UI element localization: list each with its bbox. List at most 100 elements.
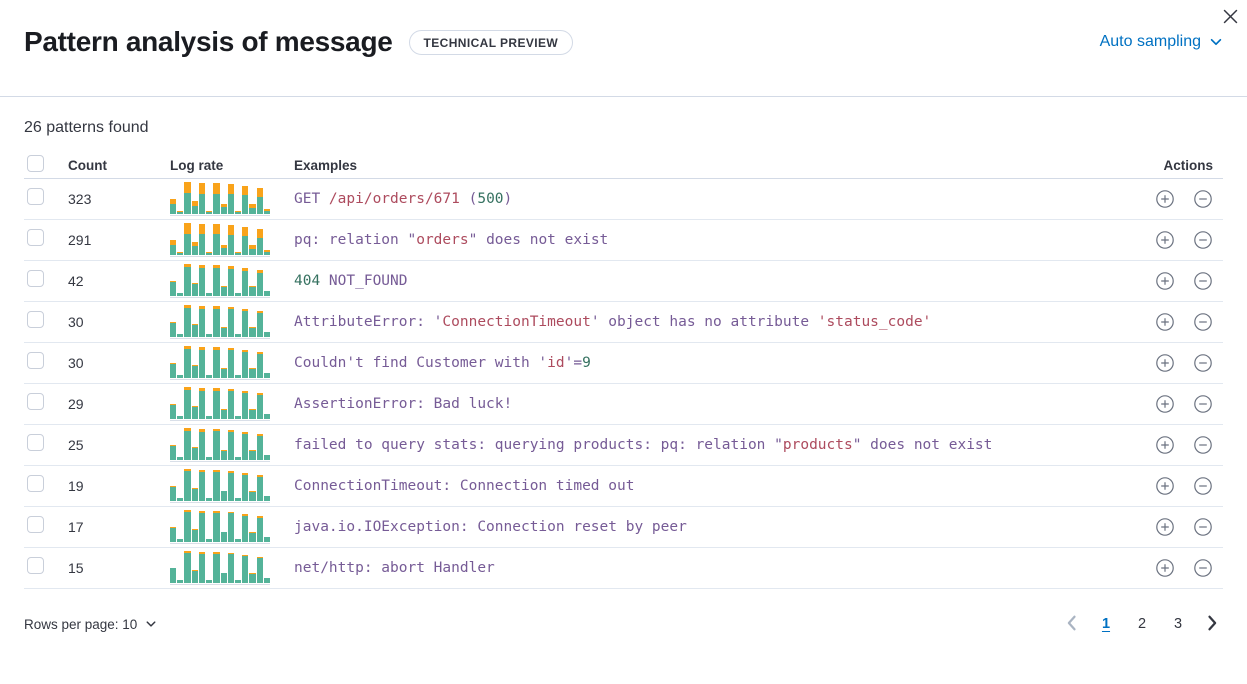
filter-out-pattern-button[interactable] (1193, 558, 1213, 578)
page-button-2[interactable]: 2 (1129, 611, 1155, 637)
filter-in-pattern-button[interactable] (1155, 271, 1175, 291)
log-rate-sparkline (170, 346, 271, 380)
example-token: orders (416, 232, 469, 248)
filter-in-pattern-button[interactable] (1155, 353, 1175, 373)
example-text: net/http: abort Handler (294, 560, 1137, 576)
row-checkbox[interactable] (27, 557, 44, 574)
chevron-down-icon (146, 621, 156, 627)
example-token: ) (503, 191, 513, 207)
filter-out-pattern-button[interactable] (1193, 189, 1213, 209)
filter-out-pattern-button[interactable] (1193, 394, 1213, 414)
count-value: 29 (68, 396, 84, 412)
filter-in-pattern-button[interactable] (1155, 517, 1175, 537)
flyout-body: 26 patterns found Count Log rate Example… (0, 119, 1247, 637)
filter-in-pattern-button[interactable] (1155, 558, 1175, 578)
sampling-dropdown-label: Auto sampling (1099, 33, 1201, 50)
page-button-1[interactable]: 1 (1093, 611, 1119, 637)
example-token: 404 (294, 273, 321, 289)
example-text: AssertionError: Bad luck! (294, 396, 1137, 412)
example-text: Couldn't find Customer with 'id'=9 (294, 355, 1137, 371)
pagination: 1 2 3 (1061, 611, 1223, 637)
log-rate-sparkline (170, 387, 271, 421)
rows-per-page-label: Rows per page: 10 (24, 616, 138, 632)
row-checkbox[interactable] (27, 229, 44, 246)
filter-out-pattern-button[interactable] (1193, 353, 1213, 373)
pattern-row: 17 java.io.IOException: Connection reset… (24, 507, 1223, 548)
example-token: pq: relation " (294, 232, 417, 248)
count-value: 291 (68, 232, 92, 248)
example-token: 500 (477, 191, 504, 207)
pattern-row: 30 Couldn't find Customer with 'id'=9 (24, 343, 1223, 384)
table-header-row: Count Log rate Examples Actions (24, 153, 1223, 179)
chevron-left-icon[interactable] (1061, 613, 1083, 635)
example-token: ' object has no attribute (590, 314, 818, 330)
filter-out-pattern-button[interactable] (1193, 435, 1213, 455)
row-checkbox[interactable] (27, 516, 44, 533)
pattern-row: 25 failed to query stats: querying produ… (24, 425, 1223, 466)
example-token: " does not exist (468, 232, 609, 248)
filter-in-pattern-button[interactable] (1155, 476, 1175, 496)
row-checkbox[interactable] (27, 352, 44, 369)
count-value: 19 (68, 478, 84, 494)
row-checkbox[interactable] (27, 311, 44, 328)
log-rate-sparkline (170, 551, 271, 585)
filter-out-pattern-button[interactable] (1193, 230, 1213, 250)
column-header-count: Count (68, 158, 107, 173)
row-checkbox[interactable] (27, 475, 44, 492)
example-token: failed to query stats: querying products… (294, 437, 783, 453)
filter-in-pattern-button[interactable] (1155, 230, 1175, 250)
filter-out-pattern-button[interactable] (1193, 476, 1213, 496)
log-rate-sparkline (170, 510, 271, 544)
filter-out-pattern-button[interactable] (1193, 517, 1213, 537)
example-text: AttributeError: 'ConnectionTimeout' obje… (294, 314, 1137, 330)
example-token: net/http: abort Handler (294, 560, 495, 576)
example-token: '= (564, 355, 583, 371)
example-text: ConnectionTimeout: Connection timed out (294, 478, 1137, 494)
example-token: AssertionError: Bad luck! (294, 396, 513, 412)
select-all-checkbox[interactable] (27, 154, 44, 172)
example-token: java.io.IOException: Connection reset by… (294, 519, 687, 535)
filter-in-pattern-button[interactable] (1155, 312, 1175, 332)
count-value: 30 (68, 355, 84, 371)
count-value: 30 (68, 314, 84, 330)
filter-in-pattern-button[interactable] (1155, 189, 1175, 209)
count-value: 42 (68, 273, 84, 289)
filter-in-pattern-button[interactable] (1155, 435, 1175, 455)
row-checkbox[interactable] (27, 188, 44, 205)
chevron-right-icon[interactable] (1201, 613, 1223, 635)
example-token: /api/orders/671 (328, 191, 460, 207)
example-token: 'status_code' (817, 314, 932, 330)
sampling-dropdown[interactable]: Auto sampling (1100, 33, 1223, 51)
log-rate-sparkline (170, 305, 271, 339)
technical-preview-badge: TECHNICAL PREVIEW (408, 29, 574, 55)
column-header-actions: Actions (1163, 158, 1213, 173)
example-token: 9 (582, 355, 591, 371)
close-icon[interactable] (1217, 4, 1243, 30)
pattern-row: 19 ConnectionTimeout: Connection timed o… (24, 466, 1223, 507)
example-text: 404 NOT_FOUND (294, 273, 1137, 289)
filter-out-pattern-button[interactable] (1193, 271, 1213, 291)
log-rate-sparkline (170, 182, 271, 216)
filter-in-pattern-button[interactable] (1155, 394, 1175, 414)
filter-out-pattern-button[interactable] (1193, 312, 1213, 332)
example-token: ConnectionTimeout (442, 314, 591, 330)
log-rate-sparkline (170, 469, 271, 503)
example-token: " does not exist (852, 437, 993, 453)
rows-per-page-dropdown[interactable]: Rows per page: 10 (24, 617, 157, 632)
column-header-examples: Examples (294, 158, 358, 173)
table-footer: Rows per page: 10 1 2 3 (24, 611, 1223, 637)
pattern-table-body: 323 GET /api/orders/671 (500) 291 pq: re… (24, 179, 1223, 589)
example-token: Couldn't find Customer with ' (294, 355, 548, 371)
pattern-row: 29 AssertionError: Bad luck! (24, 384, 1223, 425)
page-title: Pattern analysis of message (24, 26, 393, 57)
pattern-row: 30 AttributeError: 'ConnectionTimeout' o… (24, 302, 1223, 343)
example-token: ( (459, 191, 478, 207)
row-checkbox[interactable] (27, 393, 44, 410)
page-button-3[interactable]: 3 (1165, 611, 1191, 637)
count-value: 17 (68, 519, 84, 535)
example-text: GET /api/orders/671 (500) (294, 191, 1137, 207)
count-value: 15 (68, 560, 84, 576)
example-token: ConnectionTimeout: Connection timed out (294, 478, 635, 494)
row-checkbox[interactable] (27, 270, 44, 287)
row-checkbox[interactable] (27, 434, 44, 451)
